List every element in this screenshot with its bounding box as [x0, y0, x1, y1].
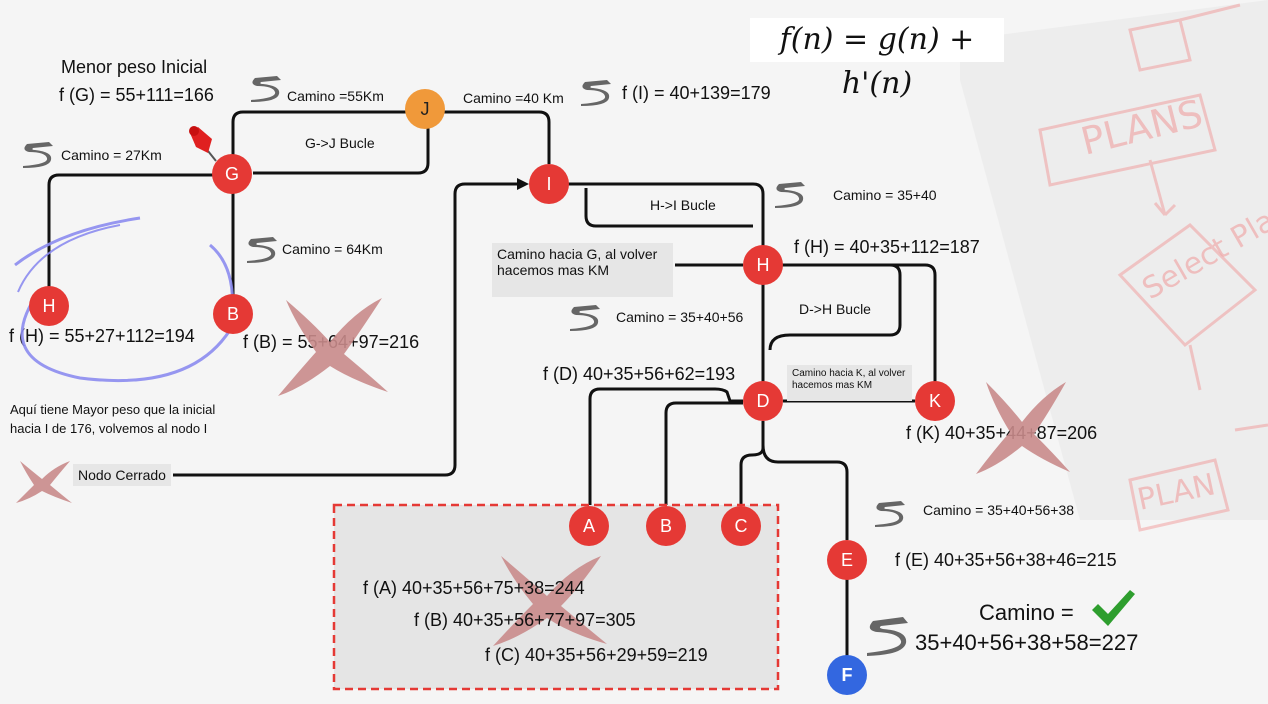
road-icon [775, 182, 805, 208]
node-j: J [405, 89, 445, 129]
label-dh-bucle: D->H Bucle [799, 301, 871, 317]
label-camino-35-40-56: Camino = 35+40+56 [616, 309, 744, 325]
edge-d-c [739, 421, 765, 506]
label-fa: f (A) 40+35+56+75+38=244 [363, 578, 585, 598]
road-icon [251, 76, 281, 102]
node-k: K [915, 381, 955, 421]
label-camino-35-40: Camino = 35+40 [833, 187, 937, 203]
cross-icon [16, 461, 72, 503]
road-icon [581, 80, 611, 106]
pushpin-icon [189, 126, 217, 162]
edge-g-j [231, 110, 406, 155]
label-menor-peso: Menor peso Inicial [61, 57, 208, 77]
label-fi: f (I) = 40+139=179 [622, 83, 771, 103]
label-fh-right: f (H) = 40+35+112=187 [794, 237, 980, 257]
note-g-line1: Camino hacia G, al volver [497, 246, 658, 262]
label-fe: f (E) 40+35+56+38+46=215 [895, 550, 1117, 570]
node-i: I [529, 164, 569, 204]
note-camino-hacia-k: Camino hacia K, al volver hacemos mas KM [787, 365, 912, 401]
cross-icon [493, 556, 607, 646]
road-icon [23, 142, 53, 168]
road-icon [875, 501, 905, 527]
label-aqui-line1: Aquí tiene Mayor peso que la inicial [10, 402, 216, 417]
label-fd: f (D) 40+35+56+62=193 [543, 364, 736, 384]
node-b: B [646, 506, 686, 546]
label-camino-40: Camino =40 Km [463, 90, 564, 106]
edge-dh-loop [768, 263, 902, 351]
node-b-left: B [213, 294, 253, 334]
check-icon [1092, 590, 1135, 626]
note-nodo-cerrado: Nodo Cerrado [73, 464, 171, 486]
label-hi-bucle: H->I Bucle [650, 197, 716, 213]
note-k-line2: hacemos mas KM [792, 380, 873, 391]
node-e: E [827, 540, 867, 580]
formula: f(n) = g(n) + h'(n) [750, 18, 1004, 101]
arrow-head [517, 178, 529, 190]
label-fg: f (G) = 55+111=166 [59, 85, 214, 105]
edge-h-k [783, 263, 937, 383]
label-camino-55: Camino =55Km [287, 88, 384, 104]
road-icon [570, 305, 600, 331]
label-fb: f (B) 40+35+56+77+97=305 [414, 610, 636, 630]
label-gj-bucle: G->J Bucle [305, 135, 375, 151]
label-camino-final: Camino = [979, 600, 1074, 625]
node-d: D [743, 381, 783, 421]
label-fc: f (C) 40+35+56+29+59=219 [485, 645, 708, 665]
cross-icon [278, 298, 388, 396]
edge-closed-to-i [173, 182, 524, 477]
road-icon [867, 617, 908, 656]
label-fh-left: f (H) = 55+27+112=194 [9, 326, 195, 346]
label-camino-64: Camino = 64Km [282, 241, 383, 257]
label-camino-final-value: 35+40+56+38+58=227 [915, 630, 1139, 655]
node-g: G [212, 154, 252, 194]
node-f: F [827, 655, 867, 695]
edge-d-a [588, 387, 743, 506]
edge-d-e [761, 444, 849, 540]
edge-gj-loop [253, 128, 430, 175]
label-camino-35-40-56-38: Camino = 35+40+56+38 [923, 502, 1075, 518]
label-fk: f (K) 40+35+44+87=206 [906, 423, 1098, 443]
edge-hi-loop [584, 188, 753, 228]
note-k-line1: Camino hacia K, al volver [792, 368, 906, 379]
note-camino-hacia-g: Camino hacia G, al volver hacemos mas KM [492, 243, 673, 297]
label-aqui-line2: hacia I de 176, volvemos al nodo I [10, 421, 208, 436]
note-g-line2: hacemos mas KM [497, 262, 610, 278]
edge-j-i [444, 110, 551, 164]
node-h: H [743, 245, 783, 285]
edge-d-b [664, 401, 743, 506]
node-c: C [721, 506, 761, 546]
cross-icon [976, 382, 1070, 474]
label-camino-27: Camino = 27Km [61, 147, 162, 163]
edge-h-g [47, 173, 213, 307]
node-a: A [569, 506, 609, 546]
edge-i-h [567, 182, 765, 246]
node-h-left: H [29, 286, 69, 326]
highlight-ellipse [14, 216, 234, 383]
road-icon [247, 237, 277, 263]
